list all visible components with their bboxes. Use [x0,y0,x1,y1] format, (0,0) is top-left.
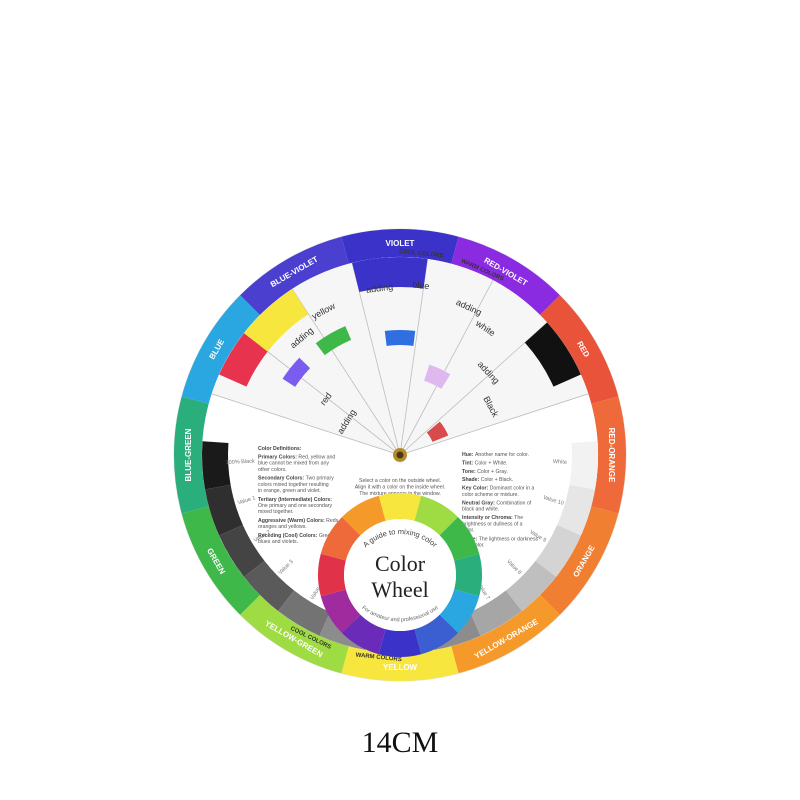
adding-label: adding [366,282,394,295]
outer-segment [240,236,349,315]
instruction-line: Select a color on the outside wheel. [359,478,441,484]
center-ring-segment [439,517,480,561]
fan-divider [399,322,548,456]
gray-swatch [557,484,595,536]
gray-swatch [535,524,581,577]
gray-swatch [202,441,231,490]
gray-swatch [505,560,557,612]
center-color-ring [318,493,483,658]
size-caption: 14CM [361,726,439,759]
mixing-window [282,357,311,387]
segment-label: VIOLET [386,239,415,248]
definition-line: Color Definitions: [258,446,302,452]
center-ring-segment [342,614,386,655]
fan-divider [399,258,428,456]
outer-segment [451,595,560,674]
gray-swatch [469,590,522,636]
value-label: White [553,459,567,466]
instruction-line: Align it with a color on the inside whee… [355,485,446,491]
outer-segment [540,295,619,404]
outer-segment [341,228,459,264]
segment-label: YELLOW [383,663,418,672]
gray-swatch [278,590,331,636]
top-mixing-fan [211,257,589,456]
segment-label: RED-ORANGE [607,428,616,483]
gray-swatch [205,484,243,536]
outer-segment [341,646,459,681]
center-ring-segment [439,589,480,633]
mixing-window [426,421,449,442]
mixing-window [424,364,451,389]
temperature-caption: WARM COLORS [355,652,402,663]
adding-label: blue [412,279,430,291]
definition-line: Shade: Color + Black. [462,477,513,483]
definition-line: Aggressive (Warm) Colors: Reds,oranges a… [258,518,340,530]
fan-divider [399,279,494,456]
center-ring-segment [454,553,483,597]
center-title-line1: Color [375,551,426,576]
definition-line: Tertiary (Intermediate) Colors: One prim… [258,497,333,515]
center-ring-segment [318,553,346,597]
definition-line: Tint: Color + White. [462,460,508,466]
fan-divider [399,393,589,456]
definition-line: Hue: Another name for color. [462,452,529,458]
pivot-rivet-center [396,451,404,459]
center-ring-segment [414,495,458,536]
center-ring-segment [320,589,361,633]
definition-line: Tone: Color + Gray. [462,469,508,475]
temperature-caption: COOL COLORS [399,249,444,260]
fan-divider [291,288,401,456]
center-ring-segment [342,495,386,536]
fan-divider [211,393,401,456]
outer-segment [591,396,626,514]
outer-segment [540,506,619,615]
mixing-window [315,326,352,356]
value-label: Value 1 [237,495,256,506]
mixing-window [384,330,416,346]
center-ring-segment [414,614,458,655]
fan-rim-swatch [219,333,268,387]
outer-segment [181,295,260,404]
center-disc [344,519,456,631]
gray-swatch [569,441,599,490]
outer-segment [451,236,560,315]
center-ring-segment [378,493,422,521]
value-label: 100% Black [226,459,256,467]
fan-divider [351,262,401,456]
outer-segment [181,506,260,615]
value-label: Value 10 [542,495,564,507]
gray-swatch [243,560,295,612]
fan-rim-swatch [524,322,581,387]
outer-segment [240,595,349,674]
gray-swatch [219,524,265,577]
fan-rim-swatch [352,257,428,292]
fan-rim-swatch [243,288,309,352]
fan-divider [243,332,401,456]
fan-panel [211,257,589,455]
center-title-line2: Wheel [371,577,428,602]
center-ring-segment [378,629,422,658]
segment-label: BLUE-GREEN [184,428,193,481]
center-ring-segment [320,517,361,561]
outer-segment [174,396,209,514]
